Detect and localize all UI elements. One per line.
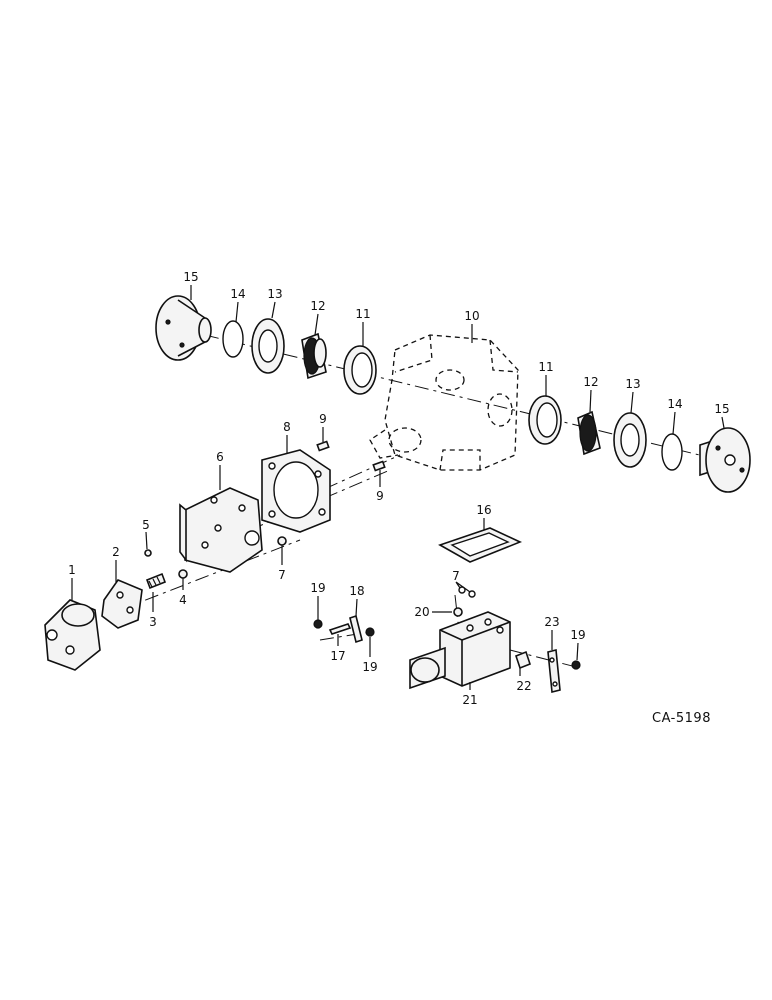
part-12-bearing-cone-right <box>577 410 601 456</box>
part-18-link <box>349 614 363 644</box>
drawing-id: CA-5198 <box>652 711 711 726</box>
callout-15-right: 15 <box>714 402 729 416</box>
callout-3: 3 <box>149 615 157 629</box>
part-14-o-ring-right <box>661 433 683 471</box>
part-16-gasket <box>438 527 523 563</box>
callout-13-left: 13 <box>267 287 282 301</box>
callout-labels: 1 2 3 4 5 6 7 7 8 9 9 10 11 11 12 12 13 … <box>68 270 729 707</box>
callout-18: 18 <box>349 584 364 598</box>
callout-4: 4 <box>179 593 187 607</box>
callout-21: 21 <box>462 693 477 707</box>
part-14-o-ring-left <box>222 320 244 358</box>
part-2-cover-plate <box>101 579 143 629</box>
part-15-flange-right <box>699 427 751 493</box>
callout-16: 16 <box>476 503 491 517</box>
callout-1: 1 <box>68 563 76 577</box>
callout-5: 5 <box>142 518 150 532</box>
callout-9-lower: 9 <box>376 489 384 503</box>
part-4-plug <box>178 569 188 579</box>
part-19-nut-a <box>313 619 323 629</box>
part-13-shim-right <box>613 412 647 468</box>
leader-lines <box>71 285 725 690</box>
callout-14-left: 14 <box>230 287 245 301</box>
callout-23: 23 <box>544 615 559 629</box>
callout-11-left: 11 <box>355 307 370 321</box>
callout-13-right: 13 <box>625 377 640 391</box>
callout-19-a: 19 <box>310 581 325 595</box>
callout-14-right: 14 <box>667 397 682 411</box>
part-11-bearing-cup-left <box>343 345 377 395</box>
callout-11-right: 11 <box>538 360 553 374</box>
callout-7-block: 7 <box>452 569 460 583</box>
part-1-pump <box>44 599 101 671</box>
part-15-flange-left <box>155 295 212 361</box>
part-19-nut-c <box>571 660 581 670</box>
callout-12-right: 12 <box>583 375 598 389</box>
part-13-shim-left <box>251 318 285 374</box>
part-6-pump-body <box>179 487 263 573</box>
part-3-relief-valve <box>145 572 167 590</box>
part-9-dowel-pins <box>316 440 386 472</box>
callout-6: 6 <box>216 450 224 464</box>
callout-19-c: 19 <box>570 628 585 642</box>
part-23-lever <box>547 648 561 694</box>
part-17-pin <box>328 623 352 635</box>
callout-2: 2 <box>112 545 120 559</box>
part-5-ball <box>144 549 152 557</box>
callout-12-left: 12 <box>310 299 325 313</box>
part-10-housing <box>369 334 519 471</box>
part-21-valve-block <box>409 611 511 690</box>
callout-22: 22 <box>516 679 531 693</box>
callout-15-left: 15 <box>183 270 198 284</box>
callout-20: 20 <box>414 605 429 619</box>
callout-7-body: 7 <box>278 568 286 582</box>
part-19-nut-b <box>365 627 375 637</box>
part-20-plug <box>453 607 463 617</box>
callout-9-upper: 9 <box>319 412 327 426</box>
callout-19-b: 19 <box>362 660 377 674</box>
callout-8: 8 <box>283 420 291 434</box>
part-7-o-ring <box>277 536 287 546</box>
part-8-gasket <box>261 449 331 533</box>
callout-10: 10 <box>464 309 479 323</box>
callout-17: 17 <box>330 649 345 663</box>
part-12-bearing-cone-left <box>301 332 327 380</box>
part-11-bearing-cup-right <box>528 395 562 445</box>
part-7-small-o-rings <box>458 586 476 598</box>
part-22-spacer <box>515 650 531 670</box>
